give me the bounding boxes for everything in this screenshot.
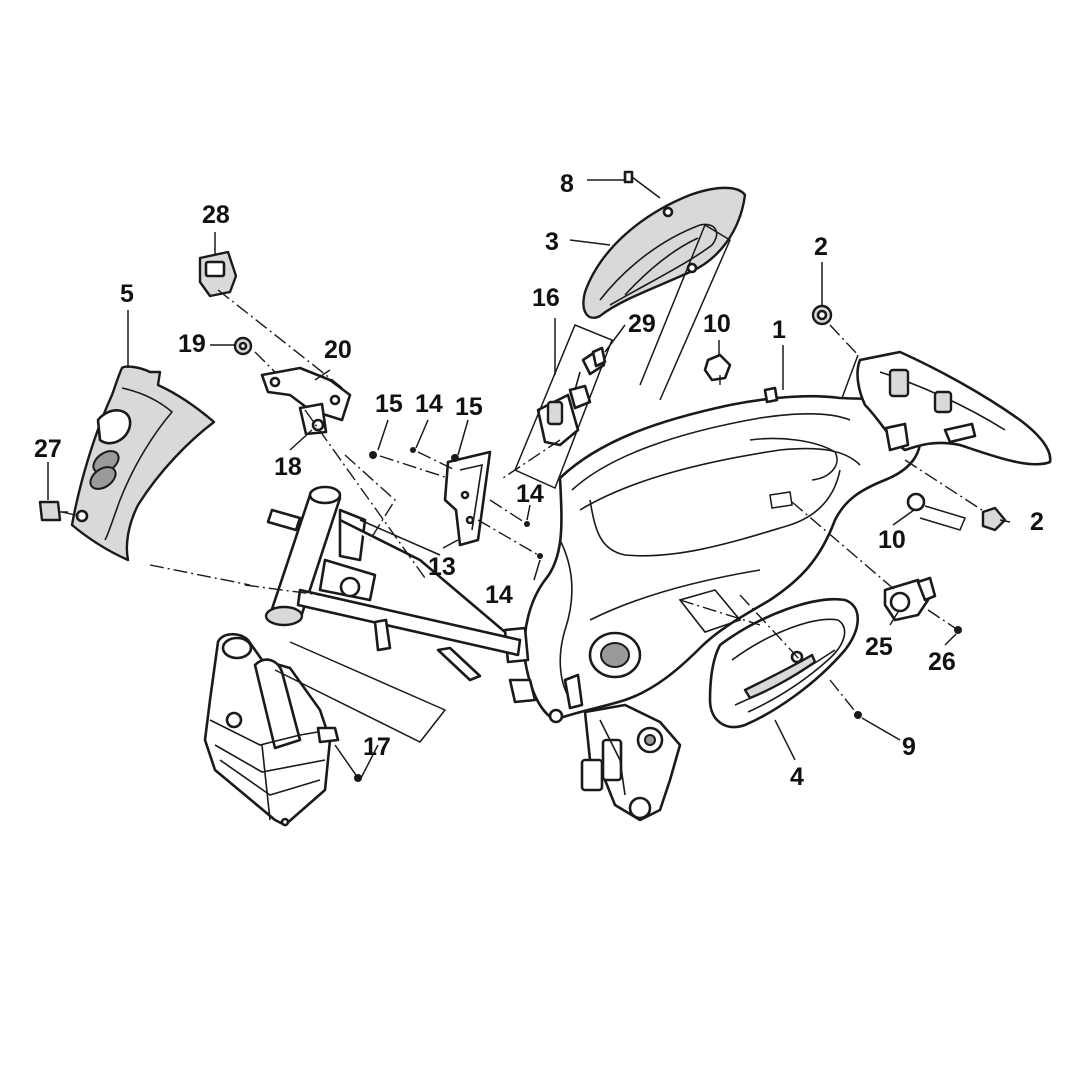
callout-10-top: 10 — [703, 310, 731, 338]
callout-14-low: 14 — [485, 581, 513, 609]
callout-lines — [47, 179, 1011, 781]
callout-9: 9 — [902, 733, 916, 761]
callout-14-top: 14 — [415, 390, 443, 418]
callout-5: 5 — [120, 280, 134, 308]
part-17-battery-box — [203, 632, 340, 827]
callout-14-mid: 14 — [516, 480, 544, 508]
callout-1: 1 — [772, 316, 786, 344]
callout-3: 3 — [545, 228, 559, 256]
callout-16: 16 — [532, 284, 560, 312]
callout-18: 18 — [274, 453, 302, 481]
callout-8: 8 — [560, 170, 574, 198]
callout-25: 25 — [865, 633, 893, 661]
part-5-leg-shield — [70, 365, 216, 562]
callout-2-top: 2 — [814, 233, 828, 261]
callout-labels: 1 2 2 3 4 5 8 9 10 10 13 14 14 14 15 15 … — [34, 170, 1044, 791]
callout-19: 19 — [178, 330, 206, 358]
part-28-connector — [198, 250, 238, 298]
callout-13: 13 — [428, 553, 456, 581]
callout-29: 29 — [628, 310, 656, 338]
part-4-side-cover — [708, 597, 859, 729]
callout-15-left: 15 — [375, 390, 403, 418]
part-25-bracket — [883, 576, 937, 622]
callout-20: 20 — [324, 336, 352, 364]
part-20-bracket — [260, 366, 352, 436]
callout-10-right: 10 — [878, 526, 906, 554]
part-16-lock-assembly — [536, 348, 606, 447]
part-1-body-frame — [503, 350, 1052, 724]
callout-26: 26 — [928, 648, 956, 676]
callout-2-right: 2 — [1030, 508, 1044, 536]
part-3-top-cover — [582, 186, 747, 319]
leader-lines — [61, 223, 986, 779]
callout-15-right: 15 — [455, 393, 483, 421]
callout-17: 17 — [363, 733, 391, 761]
hardware — [38, 170, 1007, 782]
rear-bracket — [580, 703, 682, 822]
callout-28: 28 — [202, 201, 230, 229]
callout-27: 27 — [34, 435, 62, 463]
callout-4: 4 — [790, 763, 804, 791]
part-13-bracket — [443, 450, 492, 547]
